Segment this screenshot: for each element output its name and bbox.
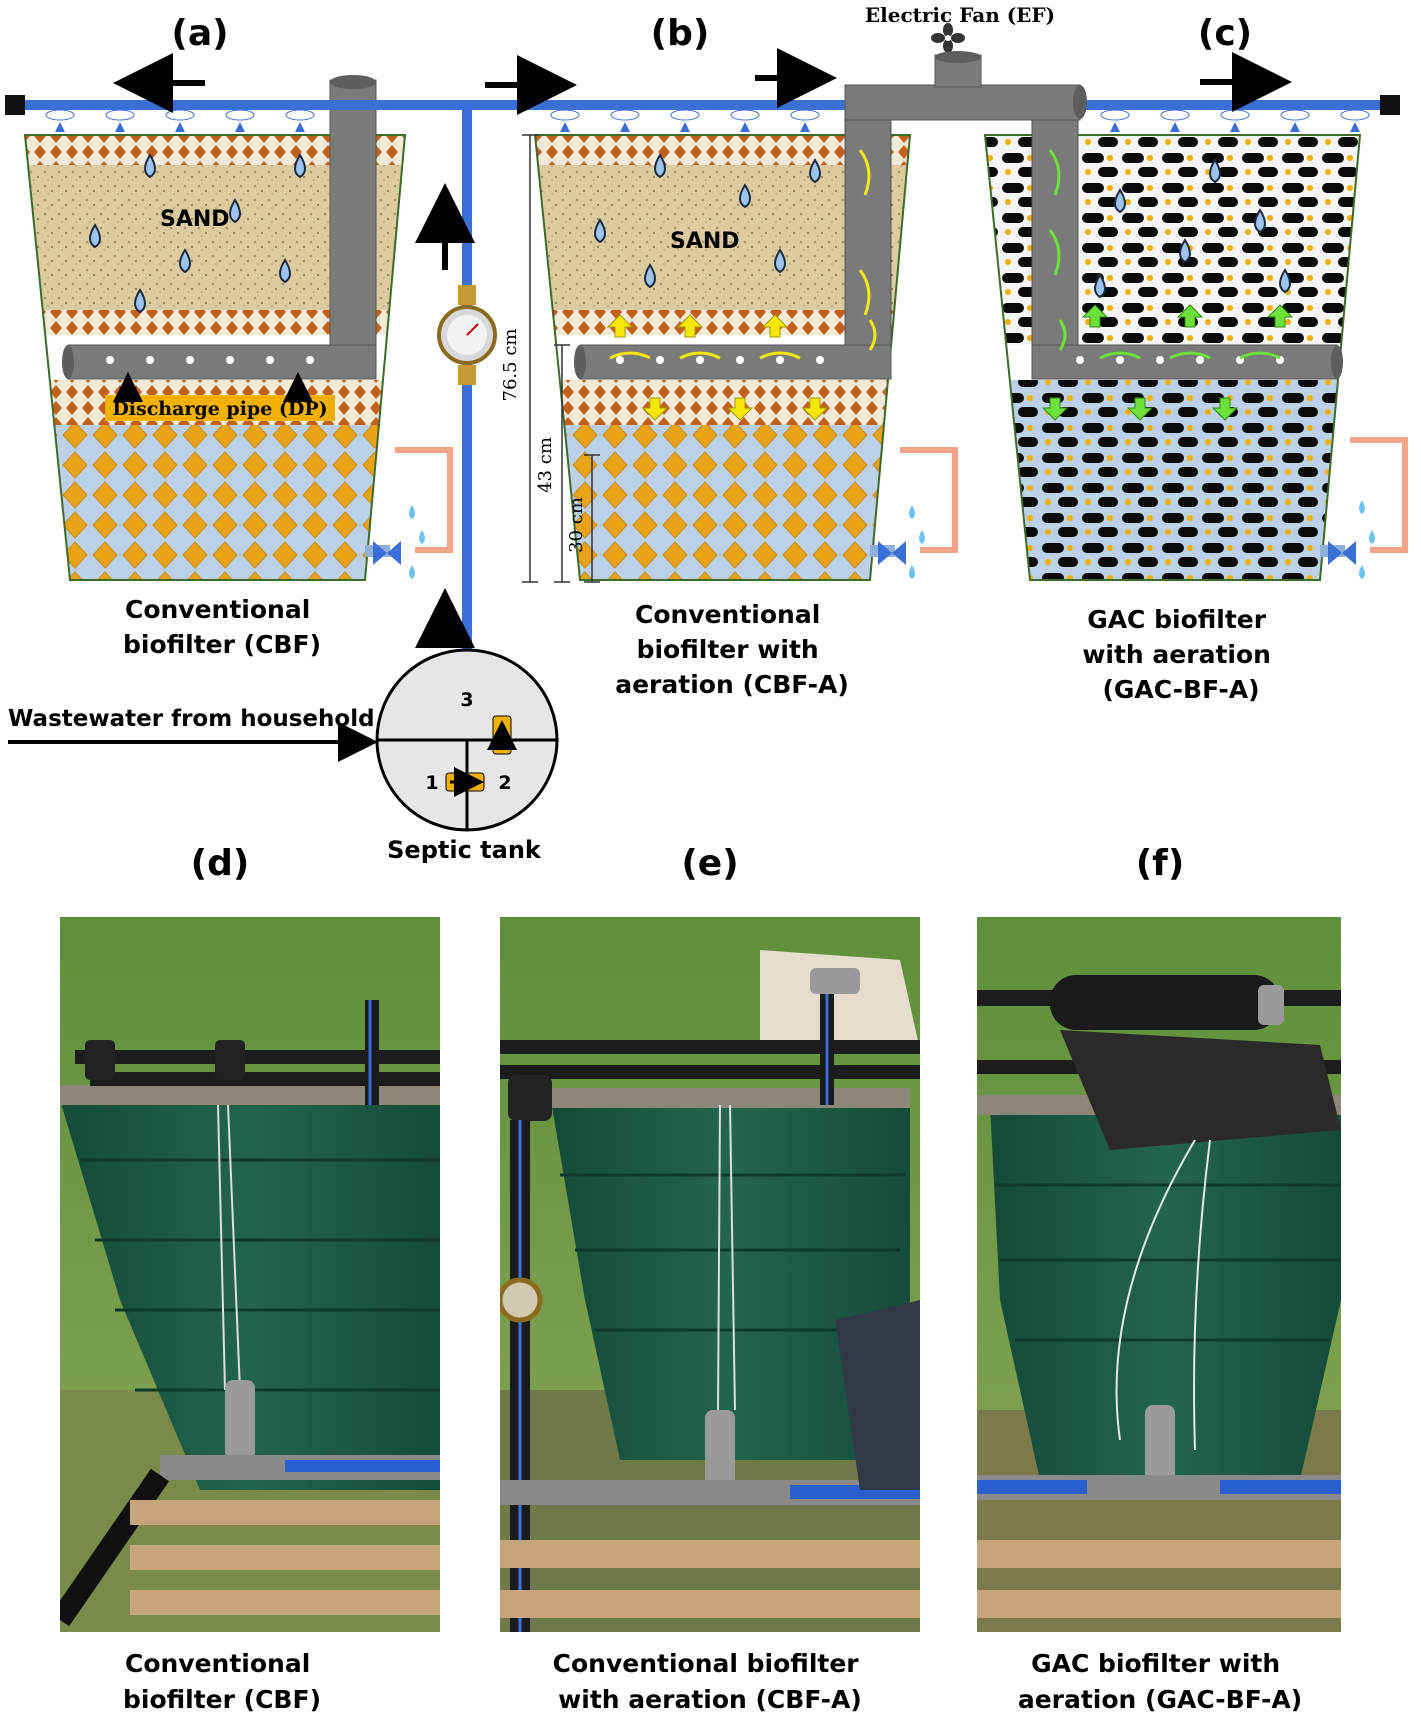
dimension-mid: 43 cm <box>535 437 556 493</box>
filter-gac-bf-a <box>983 104 1408 581</box>
filter-cbf-a: SAND 76.5 cm 43 cm 30 cm <box>500 104 958 583</box>
photo-cbf-a <box>500 917 920 1632</box>
sand-label-a: SAND <box>160 207 230 232</box>
caption-cbf-a: Conventional biofilter with aeration (CB… <box>615 600 849 699</box>
panel-f-letter: (f) <box>1136 843 1185 884</box>
filter-cbf: SAND Discharge pipe (DP) <box>23 75 453 581</box>
septic-compartment-2: 2 <box>498 772 511 794</box>
dimension-total: 76.5 cm <box>500 329 521 402</box>
aeration-header-pipe <box>844 51 1087 121</box>
caption-cbf: Conventional biofilter (CBF) <box>123 595 321 659</box>
discharge-pipe-label: Discharge pipe (DP) <box>112 398 327 420</box>
electric-fan-icon <box>931 23 965 53</box>
septic-compartment-1: 1 <box>425 772 438 794</box>
panel-c-letter: (c) <box>1198 13 1252 54</box>
water-drop-icons <box>89 153 1291 314</box>
inlet-label: Wastewater from household <box>8 706 375 732</box>
water-meter-icon <box>437 285 497 385</box>
panel-b-letter: (b) <box>651 13 710 54</box>
photo-gac-bf-a <box>977 917 1341 1632</box>
dimension-low: 30 cm <box>566 497 587 553</box>
caption-gac-bf-a: GAC biofilter with aeration (GAC-BF-A) <box>1082 605 1279 704</box>
panel-d-letter: (d) <box>191 843 250 884</box>
caption-photo-cbf-a: Conventional biofilter with aeration (CB… <box>553 1649 868 1714</box>
flow-arrows <box>113 48 1292 648</box>
septic-tank-label: Septic tank <box>387 836 542 864</box>
septic-compartment-3: 3 <box>460 689 473 711</box>
electric-fan-label: Electric Fan (EF) <box>865 3 1055 27</box>
panel-a-letter: (a) <box>171 13 228 54</box>
photo-cbf <box>60 917 440 1632</box>
sand-label-b: SAND <box>670 229 740 254</box>
septic-tank: 1 2 3 <box>375 648 559 832</box>
caption-photo-cbf: Conventional biofilter (CBF) <box>123 1649 321 1714</box>
panel-e-letter: (e) <box>681 843 738 884</box>
caption-photo-gac-bf-a: GAC biofilter with aeration (GAC-BF-A) <box>1018 1649 1302 1714</box>
